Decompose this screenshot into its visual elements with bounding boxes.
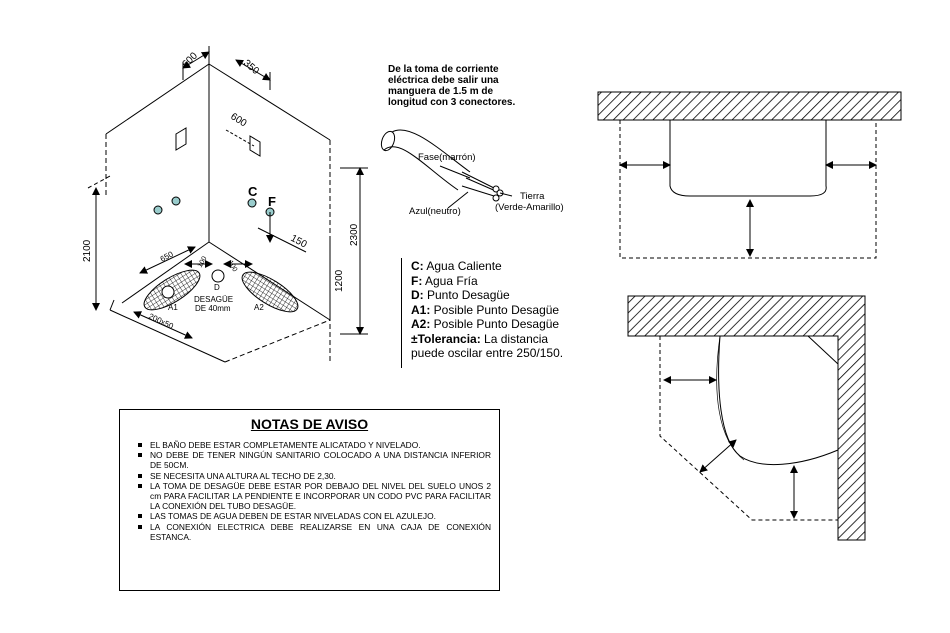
legend-text: La distancia [480,331,549,346]
list-item: LA TOMA DE DESAGÜE DEBE ESTAR POR DEBAJO… [138,480,491,512]
legend-key: D: [411,288,424,302]
legend-item-tolerancia-2: puede oscilar entre 250/150. [411,346,564,360]
cable-azul-label: Azul(neutro) [409,206,461,217]
label-desague-2: DE 40mm [195,304,231,313]
label-f: F [268,194,276,209]
legend-divider [401,258,402,368]
cable-note-line: eléctrica debe salir una [388,75,499,86]
wall-plan-straight [597,91,902,259]
legend-key: A2: [411,317,431,331]
legend-text: Posible Punto Desagüe [430,317,560,331]
legend-item-f: F: Agua Fría [411,274,611,289]
label-c: C [248,184,258,199]
dimension-labels: 600 350 600 2100 2300 1200 150 650 100 1… [82,50,360,331]
legend-key: A1: [411,302,431,317]
cable-tierra-label-2: (Verde-Amarillo) [495,202,564,213]
legend-item-tolerancia: ±Tolerancia: La distancia [411,332,611,347]
dim-650: 650 [159,249,175,263]
list-item: EL BAÑO DEBE ESTAR COMPLETAMENTE ALICATA… [138,440,491,450]
legend-key: ±Tolerancia: [411,331,481,346]
cable-illustration [380,129,513,209]
notes-title: NOTAS DE AVISO [250,416,369,432]
label-d: D [214,283,220,292]
label-desague-1: DESAGÜE [194,295,233,304]
legend-key: C: [411,259,424,273]
dim-2100: 2100 [82,239,93,262]
cable-fase-label: Fase(marrón) [418,152,476,163]
legend-key: F: [411,273,423,288]
legend-item-d: D: Punto Desagüe [411,288,611,303]
legend-item-a1: A1: Posible Punto Desagüe [411,303,611,318]
dim-150: 150 [289,233,309,251]
label-a2: A2 [254,303,264,312]
cable-note-line: longitud con 3 conectores. [388,97,516,108]
dim-100-left: 100 [197,255,209,269]
dim-2300: 2300 [349,223,360,246]
legend-text: Agua Fría [422,273,478,288]
label-a1: A1 [168,303,178,312]
dim-100-right: 100 [226,260,238,274]
legend-text: Punto Desagüe [423,288,510,302]
legend-item-a2: A2: Posible Punto Desagüe [411,317,611,332]
list-item: LA CONEXIÓN ELECTRICA DEBE REALIZARSE EN… [138,521,491,542]
dim-1200: 1200 [334,269,345,292]
cable-note-line: manguera de 1.5 m de [388,86,494,97]
legend-text: Agua Caliente [423,259,502,273]
notes-box: NOTAS DE AVISO EL BAÑO DEBE ESTAR COMPLE… [119,409,500,591]
list-item: LAS TOMAS DE AGUA DEBEN DE ESTAR NIVELAD… [138,511,491,521]
list-item: SE NECESITA UNA ALTURA AL TECHO DE 2,30. [138,471,491,481]
cable-note-line: De la toma de corriente [388,64,499,75]
cable-note: De la toma de corriente eléctrica debe s… [388,64,578,108]
wall-plan-corner [627,295,866,541]
legend-item-c: C: Agua Caliente [411,259,611,274]
legend-text: Posible Punto Desagüe [430,302,560,317]
notes-list: EL BAÑO DEBE ESTAR COMPLETAMENTE ALICATA… [120,440,499,542]
cable-tierra-label-1: Tierra [520,191,545,202]
dim-350-top: 350 [241,58,261,77]
dim-600-right: 600 [228,111,248,129]
isometric-room [87,46,368,363]
list-item: NO DEBE DE TENER NINGÚN SANITARIO COLOCA… [138,450,491,471]
legend: C: Agua Caliente F: Agua Fría D: Punto D… [411,259,611,361]
